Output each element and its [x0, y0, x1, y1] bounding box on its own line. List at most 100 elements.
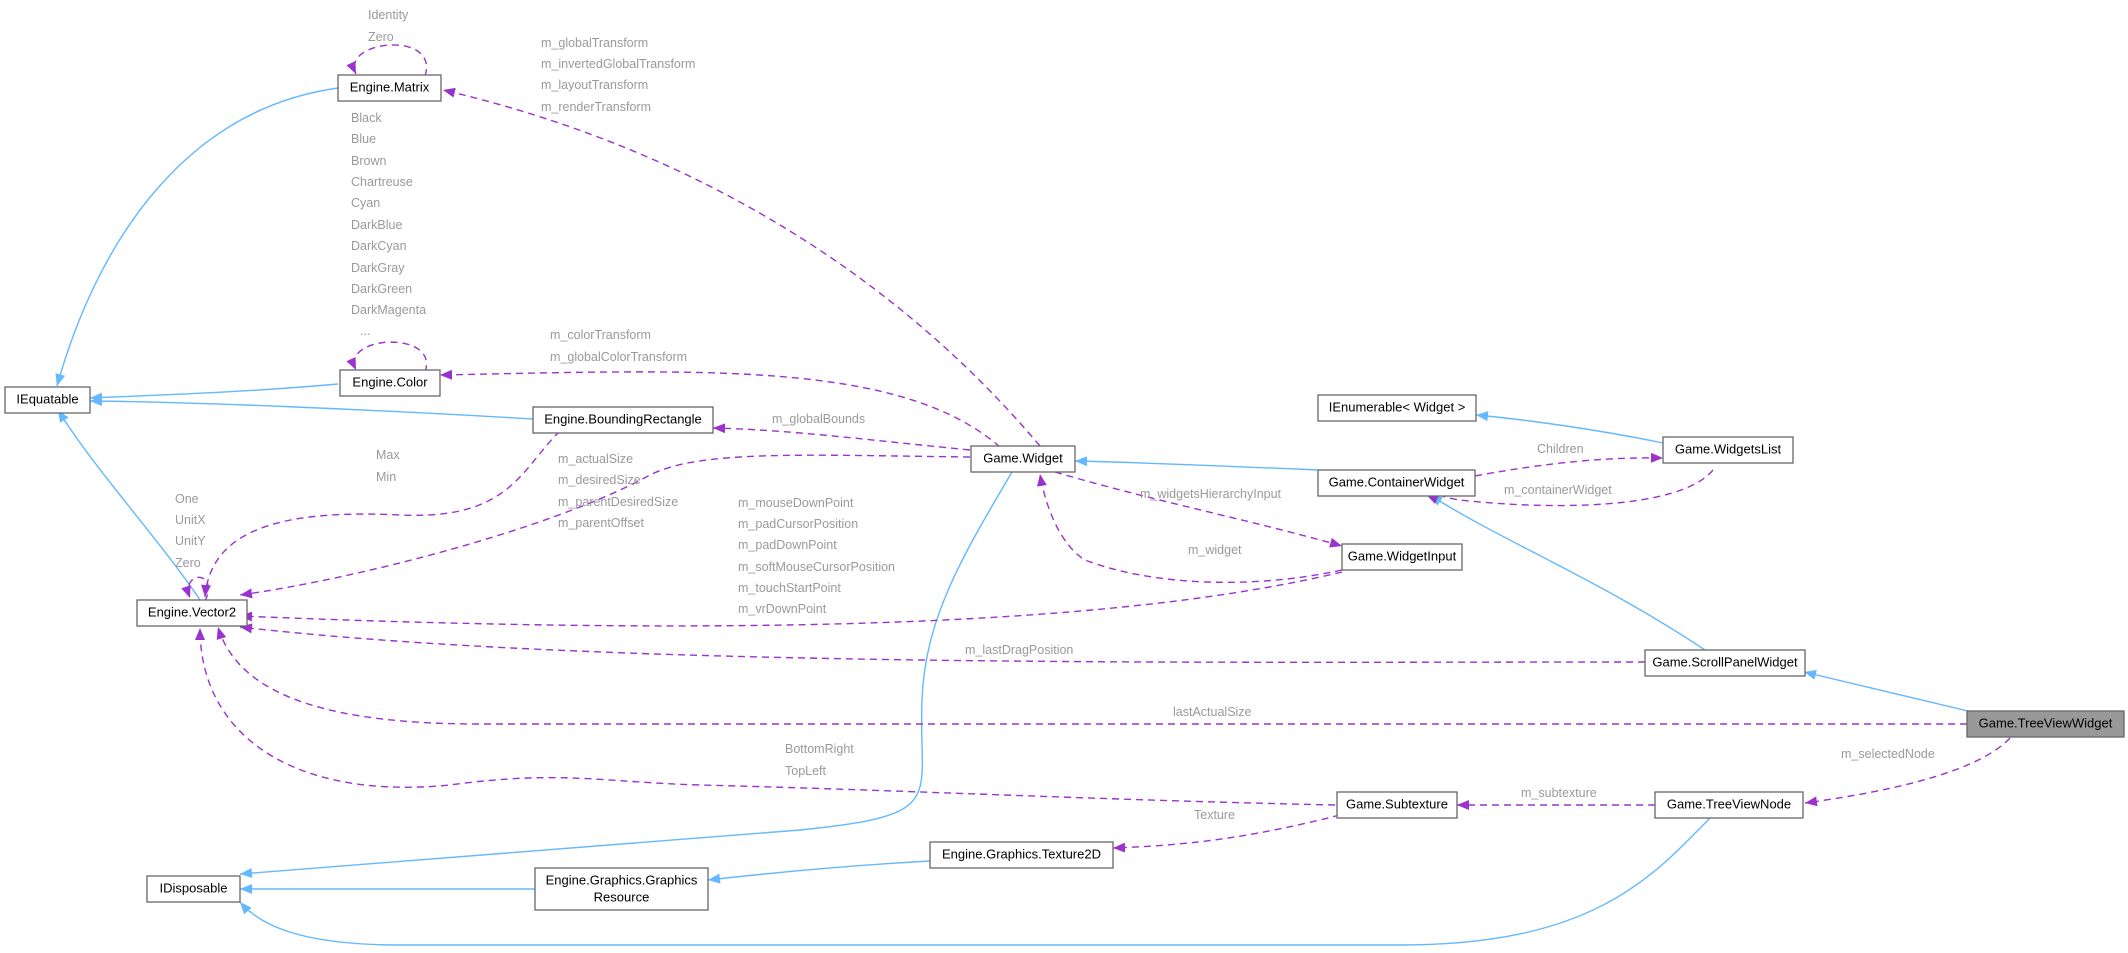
- label-color-static-3: Chartreuse: [351, 175, 413, 189]
- node-game-scrollpanelwidget[interactable]: Game.ScrollPanelWidget: [1644, 649, 1806, 677]
- edge-treeviewnode-idisposable: [239, 817, 1711, 946]
- label-matrix-zero: Zero: [368, 30, 394, 44]
- node-game-widgetslist[interactable]: Game.WidgetsList: [1662, 436, 1794, 464]
- label-color-static-8: DarkGreen: [351, 282, 412, 296]
- label-widget-vector-2: m_parentDesiredSize: [558, 495, 678, 509]
- label-drag-position: m_lastDragPosition: [965, 643, 1073, 657]
- label-matrix-identity: Identity: [368, 8, 409, 22]
- node-game-treeviewnode-label: Game.TreeViewNode: [1667, 796, 1791, 811]
- node-engine-bounding-rectangle-label: Engine.BoundingRectangle: [544, 411, 702, 426]
- node-engine-color-label: Engine.Color: [352, 374, 428, 389]
- label-texture: Texture: [1194, 808, 1235, 822]
- node-game-scrollpanelwidget-label: Game.ScrollPanelWidget: [1652, 654, 1798, 669]
- label-widget-matrix-3: m_renderTransform: [541, 100, 651, 114]
- label-container-widget: m_containerWidget: [1504, 483, 1612, 497]
- node-game-subtexture[interactable]: Game.Subtexture: [1336, 791, 1458, 819]
- node-engine-graphics-texture2d[interactable]: Engine.Graphics.Texture2D: [929, 841, 1114, 869]
- edge-treeviewwidget-vector2: [216, 626, 1967, 725]
- label-widget-color-1: m_globalColorTransform: [550, 350, 687, 364]
- node-game-containerwidget-label: Game.ContainerWidget: [1329, 474, 1465, 489]
- edge-widget-color: [439, 369, 1001, 448]
- node-engine-matrix-label: Engine.Matrix: [350, 79, 430, 94]
- edge-widget-vector2: [239, 454, 971, 599]
- edge-widget-matrix: [442, 87, 1041, 447]
- nodes: IEquatable Engine.Matrix Engine.Color En…: [4, 74, 2125, 911]
- edge-matrix-iequatable: [55, 87, 339, 387]
- edge-matrix-self: [346, 44, 428, 77]
- edge-widget-widgetinput: [1054, 471, 1343, 548]
- node-iequatable[interactable]: IEquatable: [4, 386, 91, 414]
- node-engine-vector2[interactable]: Engine.Vector2: [136, 599, 248, 627]
- label-color-static-5: DarkBlue: [351, 218, 402, 232]
- edge-container-widget: [1074, 456, 1319, 471]
- label-widget-matrix-1: m_invertedGlobalTransform: [541, 57, 695, 71]
- node-idisposable[interactable]: IDisposable: [146, 875, 241, 903]
- edge-bounding-iequatable: [89, 396, 534, 420]
- label-widget-matrix-2: m_layoutTransform: [541, 78, 648, 92]
- label-vector-unity: UnitY: [175, 534, 206, 548]
- label-selected-node: m_selectedNode: [1841, 747, 1935, 761]
- label-widget-vector-0: m_actualSize: [558, 452, 633, 466]
- label-vector-unitx: UnitX: [175, 513, 206, 527]
- edge-treeviewwidget-treeviewnode: [1804, 737, 2011, 807]
- label-color-static-1: Blue: [351, 132, 376, 146]
- edge-widgetinput-vector2: [239, 571, 1343, 627]
- node-engine-graphics-graphicsresource[interactable]: Engine.Graphics.Graphics Resource: [534, 867, 709, 911]
- label-vector-zero: Zero: [175, 556, 201, 570]
- label-bounding-max: Max: [376, 448, 400, 462]
- node-engine-bounding-rectangle[interactable]: Engine.BoundingRectangle: [532, 406, 714, 434]
- edge-labels: Identity Zero m_globalTransform m_invert…: [175, 8, 1935, 822]
- node-engine-vector2-label: Engine.Vector2: [148, 604, 236, 619]
- node-engine-graphics-texture2d-label: Engine.Graphics.Texture2D: [942, 846, 1101, 861]
- node-game-treeviewwidget[interactable]: Game.TreeViewWidget: [1966, 710, 2125, 738]
- node-game-widget[interactable]: Game.Widget: [970, 445, 1076, 473]
- edge-scrollpanel-vector2: [239, 623, 1646, 664]
- edge-color-self: [346, 341, 428, 373]
- label-input-vector-3: m_softMouseCursorPosition: [738, 560, 895, 574]
- edge-container-widgetslist: [1474, 452, 1664, 477]
- node-ienumerable-widget-label: IEnumerable< Widget >: [1329, 399, 1466, 414]
- label-bounding-min: Min: [376, 470, 396, 484]
- node-graphicsresource-label-line1: Engine.Graphics.Graphics: [546, 872, 698, 887]
- edge-treeviewwidget-scrollpanel: [1803, 669, 1969, 712]
- label-input-vector-2: m_padDownPoint: [738, 538, 837, 552]
- edge-widget-bounding: [712, 423, 971, 451]
- edge-bounding-vector2: [201, 430, 561, 598]
- inheritance-edges: [55, 87, 1969, 946]
- edge-vector2-self: [181, 576, 210, 602]
- label-widget-matrix-0: m_globalTransform: [541, 36, 648, 50]
- edge-widgetinput-widget: [1036, 473, 1343, 584]
- label-color-static-2: Brown: [351, 154, 386, 168]
- label-widget-bounds: m_globalBounds: [772, 412, 865, 426]
- node-game-widgetslist-label: Game.WidgetsList: [1675, 441, 1782, 456]
- label-subtexture-topleft: TopLeft: [785, 764, 827, 778]
- edge-color-iequatable: [89, 383, 339, 403]
- edge-vector2-iequatable: [57, 409, 201, 601]
- label-children: Children: [1537, 442, 1584, 456]
- node-game-subtexture-label: Game.Subtexture: [1346, 796, 1448, 811]
- label-color-static-10: ...: [360, 324, 370, 338]
- label-color-static-4: Cyan: [351, 196, 380, 210]
- label-color-static-9: DarkMagenta: [351, 303, 426, 317]
- label-widget-vector-3: m_parentOffset: [558, 516, 644, 530]
- node-ienumerable-widget[interactable]: IEnumerable< Widget >: [1317, 394, 1477, 422]
- edge-subtexture-vector2: [195, 627, 1336, 806]
- label-subtexture-bottomright: BottomRight: [785, 742, 854, 756]
- node-engine-color[interactable]: Engine.Color: [339, 369, 441, 397]
- label-widget-vector-1: m_desiredSize: [558, 473, 641, 487]
- edge-scrollpanel-container: [1429, 494, 1706, 651]
- edge-subtexture-texture2d: [1112, 814, 1341, 853]
- node-iequatable-label: IEquatable: [16, 391, 78, 406]
- node-game-containerwidget[interactable]: Game.ContainerWidget: [1317, 469, 1476, 497]
- node-idisposable-label: IDisposable: [160, 880, 228, 895]
- node-game-widgetinput[interactable]: Game.WidgetInput: [1341, 543, 1463, 571]
- label-input-widget: m_widget: [1188, 543, 1242, 557]
- node-game-treeviewwidget-label: Game.TreeViewWidget: [1979, 715, 2113, 730]
- label-widget-color-0: m_colorTransform: [550, 328, 651, 342]
- node-game-treeviewnode[interactable]: Game.TreeViewNode: [1654, 791, 1804, 819]
- label-vector-one: One: [175, 492, 199, 506]
- edge-widget-idisposable: [239, 471, 1013, 879]
- node-engine-matrix[interactable]: Engine.Matrix: [337, 74, 442, 102]
- edge-widgetslist-ienumerable: [1475, 411, 1664, 444]
